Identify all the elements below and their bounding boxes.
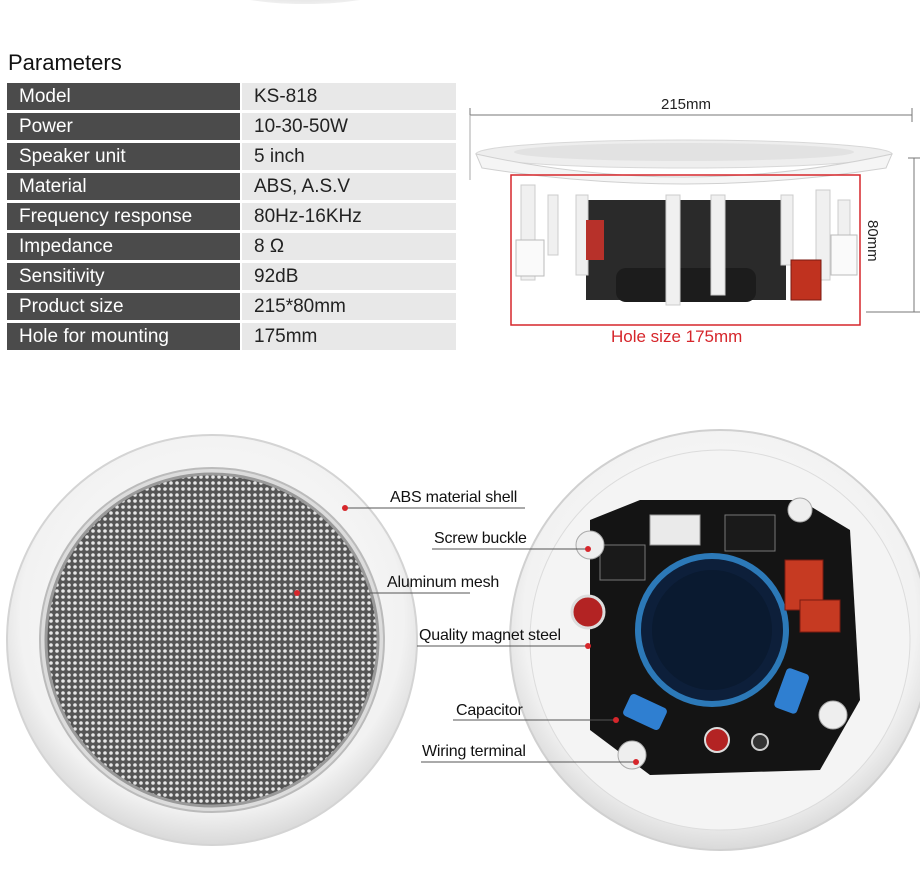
parameter-label: Sensitivity bbox=[7, 263, 242, 290]
side-view-diagram: 215mm 80mm Hole size 175mm bbox=[466, 90, 920, 360]
parameter-label: Frequency response bbox=[7, 203, 242, 230]
height-dimension-label: 80mm bbox=[864, 220, 881, 262]
parameter-value: 80Hz-16KHz bbox=[242, 203, 456, 230]
hole-size-label: Hole size 175mm bbox=[611, 327, 743, 346]
callout-aluminum-mesh: Aluminum mesh bbox=[387, 574, 500, 591]
parameter-value: KS-818 bbox=[242, 83, 456, 110]
product-edge-top bbox=[210, 0, 400, 4]
callout-screw-buckle: Screw buckle bbox=[434, 530, 527, 547]
parameter-label: Hole for mounting bbox=[7, 323, 242, 350]
parameter-label: Model bbox=[7, 83, 242, 110]
parameter-value: 175mm bbox=[242, 323, 456, 350]
parameter-value: 5 inch bbox=[242, 143, 456, 170]
parameter-label: Speaker unit bbox=[7, 143, 242, 170]
parameter-value: 92dB bbox=[242, 263, 456, 290]
parameter-label: Product size bbox=[7, 293, 242, 320]
parameter-label: Power bbox=[7, 113, 242, 140]
width-dimension-label: 215mm bbox=[661, 96, 712, 113]
callout-abs-shell: ABS material shell bbox=[390, 489, 518, 506]
parameter-label: Material bbox=[7, 173, 242, 200]
parameter-value: 10-30-50W bbox=[242, 113, 456, 140]
parameter-label: Impedance bbox=[7, 233, 242, 260]
callout-magnet-steel: Quality magnet steel bbox=[419, 627, 561, 644]
parameter-value: 8 Ω bbox=[242, 233, 456, 260]
callout-wiring-terminal: Wiring terminal bbox=[422, 743, 526, 760]
parameters-title: Parameters bbox=[8, 50, 122, 75]
callout-capacitor: Capacitor bbox=[456, 702, 523, 719]
parameter-value: 215*80mm bbox=[242, 293, 456, 320]
parameter-value: ABS, A.S.V bbox=[242, 173, 456, 200]
